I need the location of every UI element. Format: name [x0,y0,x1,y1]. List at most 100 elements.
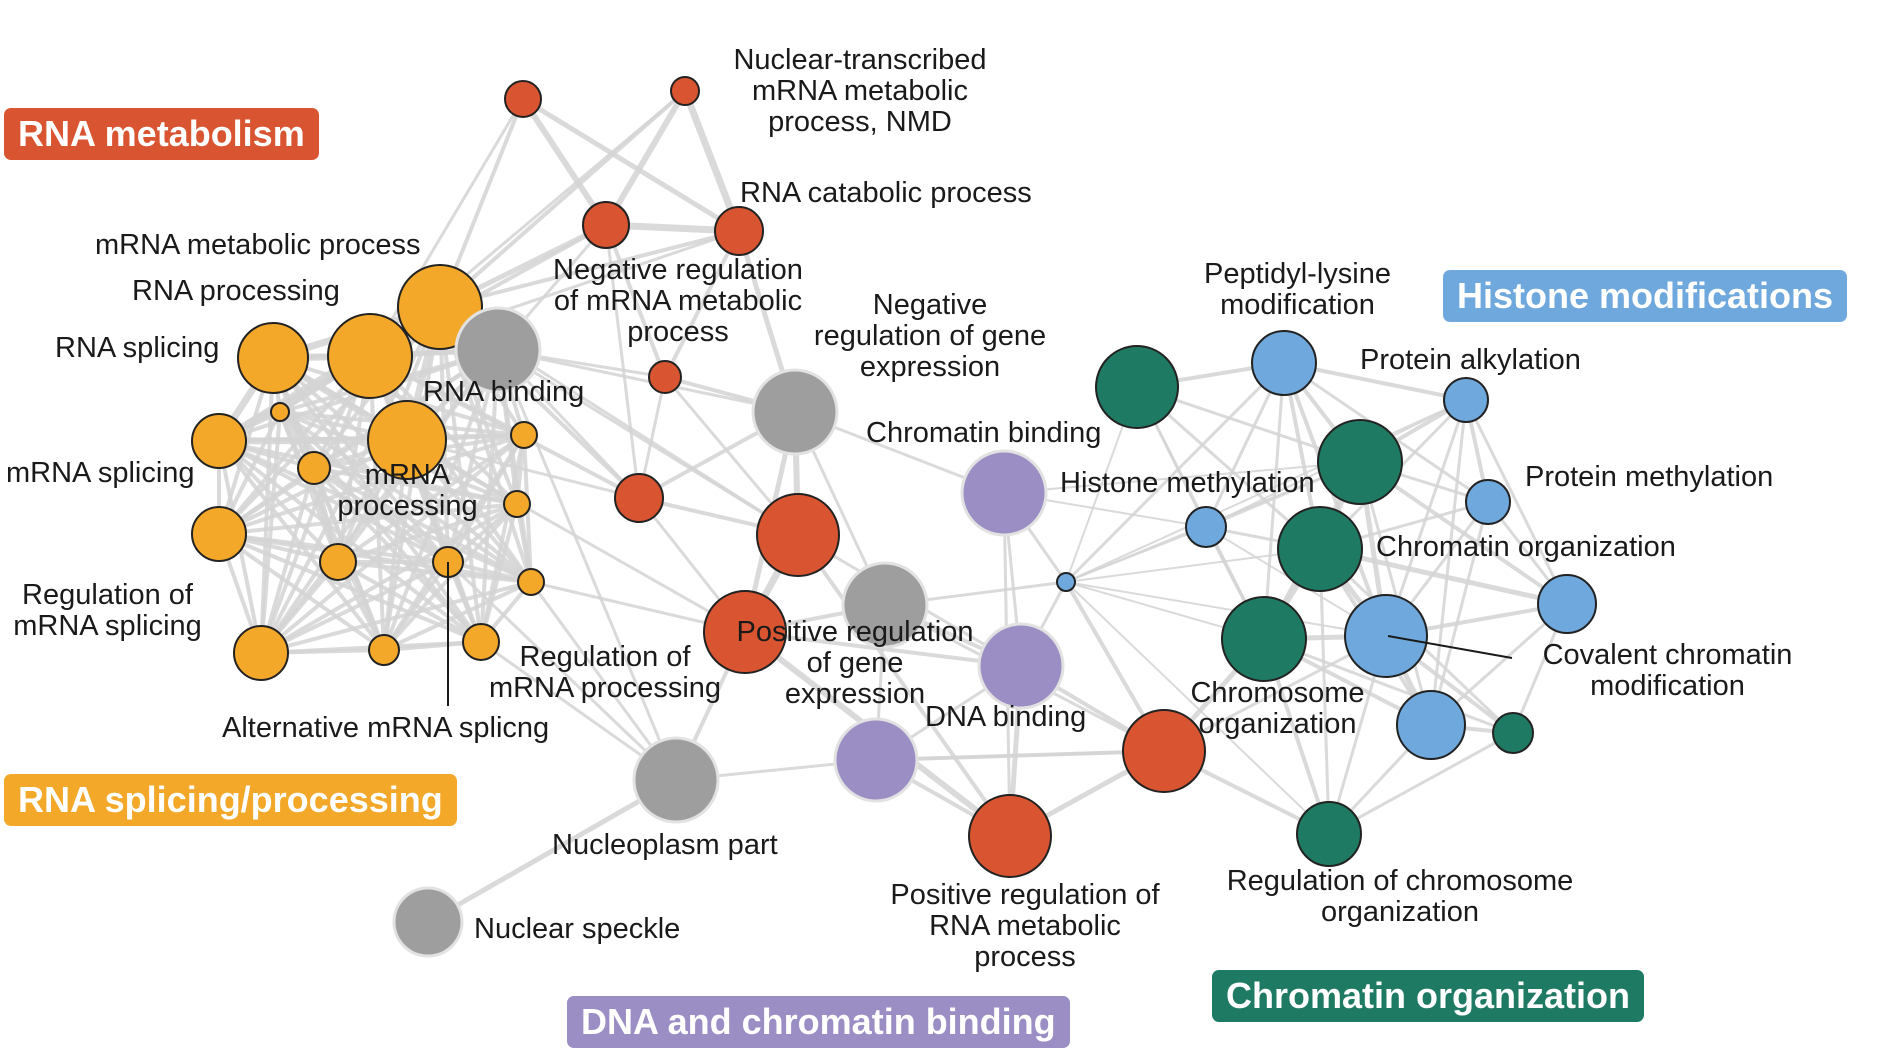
label-dna-binding: DNA binding [925,701,1087,733]
node-os13 [510,421,538,449]
label-histone-methylation: Histone methylation [1060,467,1315,499]
node-regchrom [1296,801,1362,867]
node-chrombind [960,449,1048,537]
node-nucleoplasm [632,736,720,824]
node-alkyl [1443,377,1489,423]
edge-nmd1-rnaproc [368,98,525,357]
edge-os15-os16 [278,410,533,584]
edge-rnaproc-os15 [368,354,533,584]
label-mrna-splicing: mRNA splicing [6,457,195,489]
node-mrnaproc [367,400,447,480]
edge-nmd2-catab1 [603,89,688,227]
node-posreg_right [1122,709,1206,793]
edge-catab2-mrnametab [439,229,740,309]
node-speckle [392,886,464,958]
node-rmsmall [614,473,664,523]
label-nucleoplasm: Nucleoplasm part [552,829,778,861]
edge-neggene-rnabinding [497,348,796,414]
edge-hub-alkyl [1065,399,1467,583]
edge-os12-rnabinding [479,349,500,643]
node-posreg_gene [703,590,787,674]
node-dnabind2 [833,717,919,803]
edge-nmd2-catab2 [681,89,743,233]
edge-os7-os8 [259,467,316,654]
edge-ch2-bluebottom [1358,461,1433,726]
edge-methyl-bluebottom [1429,501,1490,726]
node-catab1 [582,201,630,249]
legend-rna-splicing: RNA splicing/processing [4,774,457,826]
label-rna-binding: RNA binding [423,376,585,408]
node-chromright [1537,574,1597,634]
edge-os11-os16 [278,410,450,564]
label-chromatin-organization: Chromatin organization [1376,531,1676,563]
edge-hub-covalent [1065,581,1387,637]
edge-os12-os14 [479,503,519,643]
node-bluebottom [1396,690,1466,760]
label-rna-processing: RNA processing [132,275,340,307]
node-neggene [751,368,839,456]
node-ch2 [1317,419,1403,505]
node-rnasplice [237,322,309,394]
edge-os7-os14 [259,502,519,655]
edge-catab1-negmrna [604,224,667,378]
edge-nmd1-catab1 [520,97,609,227]
node-os9 [319,543,357,581]
edge-os10-os16 [278,411,386,651]
node-covalent [1344,594,1428,678]
edge-os8-os11 [312,466,450,564]
edge-os10-rnabinding [382,349,500,651]
node-hub [1056,572,1076,592]
label-chromatin-binding: Chromatin binding [866,417,1102,449]
node-chromosome [1221,596,1307,682]
node-rnabinding [454,306,542,394]
edge-smallgreen-regchrom [1328,731,1514,836]
edge-dnabind2-posreg_right [875,749,1165,762]
legend-histone-modifications: Histone modifications [1443,270,1848,322]
node-os7 [233,625,289,681]
node-nmd1 [504,80,542,118]
node-peptidyl [1251,330,1317,396]
node-os15 [517,568,545,596]
edge-os6-os10 [217,532,386,652]
legend-rna-metabolism: RNA metabolism [4,108,319,160]
node-nmd2 [670,76,700,106]
node-negmrna [648,360,682,394]
node-ch1 [1095,345,1179,429]
edge-nucleoplasm-speckle [426,777,678,925]
label-protein-alkylation: Protein alkylation [1360,344,1581,376]
edge-peptidyl-covalent [1282,362,1388,637]
legend-dna-chromatin-binding: DNA and chromatin binding [567,996,1070,1048]
node-os8 [297,451,331,485]
edge-catab2-negmrna [663,230,741,378]
node-os10 [368,634,400,666]
node-histmeth [1185,506,1227,548]
edge-alkyl-chromright [1464,399,1569,605]
edge-peptidyl-chromosome [1262,362,1286,640]
node-centergray [841,561,929,649]
node-methyl [1465,479,1511,525]
edge-nucleoplasm-os11 [446,560,678,782]
node-os16 [270,402,290,422]
node-posreg_center [756,493,840,577]
legend-chromatin-organization: Chromatin organization [1212,970,1644,1022]
edge-alkyl-bluebottom [1429,399,1468,726]
edge-os8-os15 [313,466,532,584]
node-os14 [503,490,531,518]
edge-nmd1-catab2 [521,96,741,234]
edge-chromosome-smallgreen [1263,637,1514,735]
node-smallgreen [1492,712,1534,754]
label-protein-methylation: Protein methylation [1525,461,1774,493]
covalent-pointer-line [1387,635,1513,659]
label-rna-splicing: RNA splicing [55,332,220,364]
